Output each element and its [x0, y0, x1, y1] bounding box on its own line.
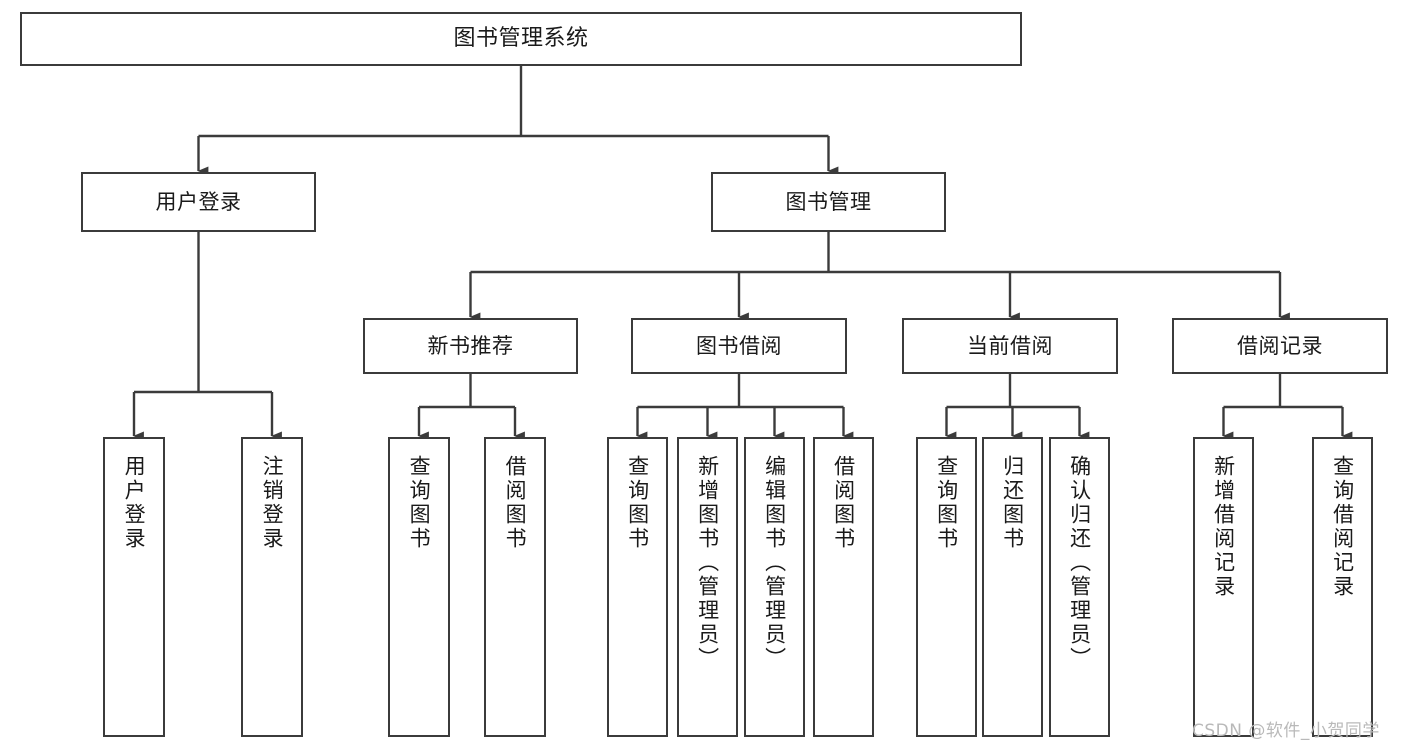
node-label: 查询图书	[625, 455, 650, 551]
node-label: 归还图书	[1000, 455, 1025, 551]
leaf-current-return-book[interactable]: 归还图书	[982, 437, 1043, 737]
node-label: 当前借阅	[967, 333, 1053, 358]
leaf-borrow-query-book[interactable]: 查询图书	[607, 437, 668, 737]
node-label: 注销登录	[260, 455, 285, 551]
leaf-user-logout[interactable]: 注销登录	[241, 437, 303, 737]
node-label: 新增图书（管理员）	[695, 455, 720, 671]
node-label: 借阅图书	[503, 455, 528, 551]
node-label: 编辑图书（管理员）	[762, 455, 787, 671]
node-new-book-recommend[interactable]: 新书推荐	[363, 318, 578, 374]
node-label: 用户登录	[122, 455, 147, 551]
node-label: 图书管理系统	[453, 26, 589, 52]
node-book-borrow[interactable]: 图书借阅	[631, 318, 847, 374]
node-current-borrow[interactable]: 当前借阅	[902, 318, 1118, 374]
leaf-record-query-record[interactable]: 查询借阅记录	[1312, 437, 1373, 737]
node-book-manage[interactable]: 图书管理	[711, 172, 946, 232]
csdn-watermark: CSDN @软件_小贺同学	[1192, 721, 1380, 741]
node-label: 借阅记录	[1237, 333, 1323, 358]
node-label: 新增借阅记录	[1211, 455, 1236, 599]
node-label: 查询借阅记录	[1330, 455, 1355, 599]
leaf-current-query-book[interactable]: 查询图书	[916, 437, 977, 737]
leaf-recommend-borrow-book[interactable]: 借阅图书	[484, 437, 546, 737]
node-label: 查询图书	[934, 455, 959, 551]
leaf-user-login[interactable]: 用户登录	[103, 437, 165, 737]
leaf-record-add-record[interactable]: 新增借阅记录	[1193, 437, 1254, 737]
node-label: 图书管理	[785, 189, 872, 214]
leaf-current-confirm-return[interactable]: 确认归还（管理员）	[1049, 437, 1110, 737]
leaf-borrow-add-book[interactable]: 新增图书（管理员）	[677, 437, 738, 737]
node-label: 借阅图书	[831, 455, 856, 551]
node-label: 图书借阅	[696, 333, 782, 358]
leaf-borrow-borrow-book[interactable]: 借阅图书	[813, 437, 874, 737]
node-root[interactable]: 图书管理系统	[20, 12, 1022, 66]
node-borrow-record[interactable]: 借阅记录	[1172, 318, 1388, 374]
node-label: 新书推荐	[427, 333, 514, 358]
node-user-login[interactable]: 用户登录	[81, 172, 316, 232]
leaf-recommend-query-book[interactable]: 查询图书	[388, 437, 450, 737]
node-label: 确认归还（管理员）	[1067, 455, 1092, 671]
node-label: 用户登录	[155, 189, 242, 214]
node-label: 查询图书	[407, 455, 432, 551]
leaf-borrow-edit-book[interactable]: 编辑图书（管理员）	[744, 437, 805, 737]
